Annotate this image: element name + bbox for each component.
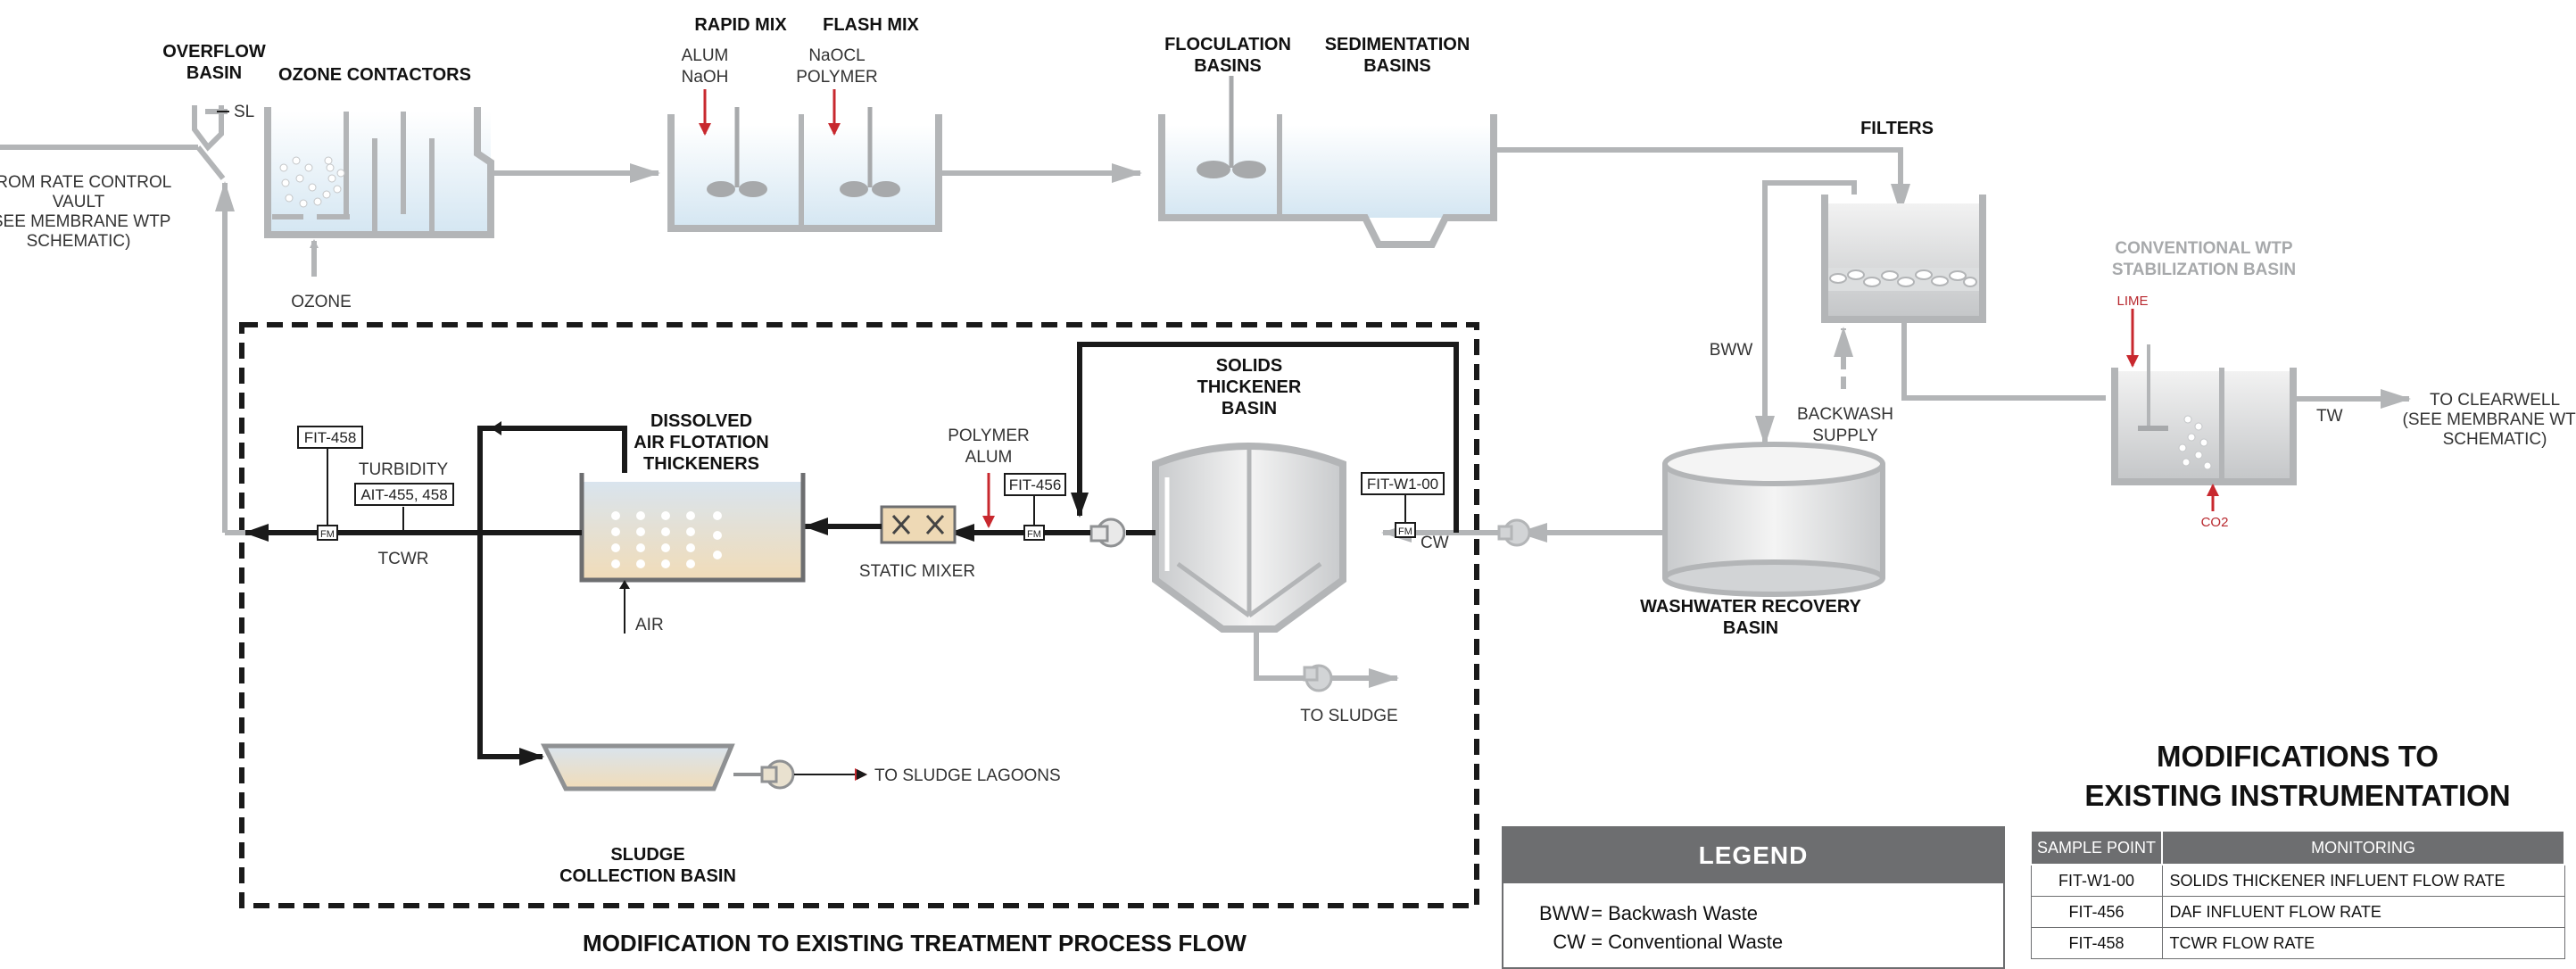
legend-item-cw: CW = Conventional Waste <box>1539 928 2003 957</box>
label-static-mixer: STATIC MIXER <box>859 562 975 581</box>
legend-abbr: CW <box>1553 931 1586 953</box>
label-rapid-mix: RAPID MIX <box>694 15 787 35</box>
sludge-pump-2 <box>760 759 795 790</box>
washwater-recovery-basin <box>1662 442 1885 597</box>
label-bww: BWW <box>1710 341 1753 360</box>
floc-sed-basins <box>1158 76 1497 248</box>
ozone-contactors <box>264 107 494 238</box>
tag-fit-458: FIT-458 <box>304 429 357 446</box>
sludge-collection-basin <box>540 743 735 791</box>
instrumentation-panel: MODIFICATIONS TO EXISTING INSTRUMENTATIO… <box>2030 737 2565 959</box>
label-tcwr: TCWR <box>378 550 429 568</box>
table-row: FIT-456 DAF INFLUENT FLOW RATE <box>2030 896 2565 928</box>
label-filters: FILTERS <box>1860 119 1934 138</box>
header-sample-point: SAMPLE POINT <box>2030 830 2163 865</box>
header-monitoring: MONITORING <box>2161 830 2565 865</box>
static-mixer <box>880 505 957 544</box>
legend-text: = Conventional Waste <box>1591 931 1784 953</box>
sludge-pump-1 <box>1303 664 1333 692</box>
cw-pump <box>1497 518 1531 547</box>
monitoring: DAF INFLUENT FLOW RATE <box>2161 896 2565 928</box>
legend-text: = Backwash Waste <box>1591 902 1758 924</box>
overflow-basin <box>192 105 229 180</box>
label-turbidity: TURBIDITY <box>359 460 449 479</box>
label-to-sludge: TO SLUDGE <box>1300 707 1397 725</box>
tag-fit-456: FIT-456 <box>1009 476 1062 493</box>
svg-text:FM: FM <box>1027 529 1041 540</box>
legend-abbr: BWW <box>1539 902 1590 924</box>
label-lime: LIME <box>2116 294 2148 309</box>
table-row: FIT-W1-00 SOLIDS THICKENER INFLUENT FLOW… <box>2030 864 2565 897</box>
label-ozone: OZONE <box>291 293 352 311</box>
legend-title: LEGEND <box>1503 828 2003 883</box>
rapid-flash-mix <box>667 107 942 232</box>
modification-area: FM FM <box>225 322 1665 908</box>
label-ozone-contactors: OZONE CONTACTORS <box>278 65 471 85</box>
label-flash-mix: FLASH MIX <box>823 15 919 35</box>
table-header-row: SAMPLE POINT MONITORING <box>2030 830 2565 865</box>
thickener-feed-pump <box>1089 518 1126 548</box>
monitoring: SOLIDS THICKENER INFLUENT FLOW RATE <box>2161 864 2565 897</box>
sample-point: FIT-W1-00 <box>2030 864 2163 897</box>
filters <box>1821 195 1986 323</box>
existing-treatment-train <box>0 76 2411 597</box>
fm-w1-00: FM <box>1395 522 1416 538</box>
sample-point: FIT-456 <box>2030 896 2163 928</box>
legend-item-bww: BWW = Backwash Waste <box>1539 899 2003 928</box>
legend-panel: LEGEND BWW = Backwash Waste CW = Convent… <box>1502 826 2005 969</box>
tag-fit-w1-00: FIT-W1-00 <box>1367 476 1438 493</box>
monitoring: TCWR FLOW RATE <box>2161 927 2565 959</box>
modification-caption: MODIFICATION TO EXISTING TREATMENT PROCE… <box>583 930 1247 957</box>
table-row: FIT-458 TCWR FLOW RATE <box>2030 927 2565 959</box>
label-tw: TW <box>2316 407 2343 426</box>
fm-456: FM <box>1023 525 1045 541</box>
label-co2: CO2 <box>2201 515 2229 530</box>
label-to-sludge-lagoons: TO SLUDGE LAGOONS <box>874 766 1061 785</box>
instrumentation-table: SAMPLE POINT MONITORING FIT-W1-00 SOLIDS… <box>2030 830 2565 959</box>
svg-text:FM: FM <box>320 529 335 540</box>
fm-458: FM <box>317 525 338 541</box>
tag-ait-455-458: AIT-455, 458 <box>360 486 447 503</box>
stabilization-basin <box>2111 344 2297 485</box>
solids-thickener-basin <box>1152 443 1346 633</box>
svg-text:FM: FM <box>1398 526 1412 537</box>
instrumentation-title: MODIFICATIONS TO EXISTING INSTRUMENTATIO… <box>2084 740 2511 812</box>
label-sl: SL <box>234 103 254 121</box>
label-cw: CW <box>1421 534 1449 552</box>
label-air: AIR <box>635 616 664 634</box>
sample-point: FIT-458 <box>2030 927 2163 959</box>
daf-thickeners <box>579 473 806 634</box>
